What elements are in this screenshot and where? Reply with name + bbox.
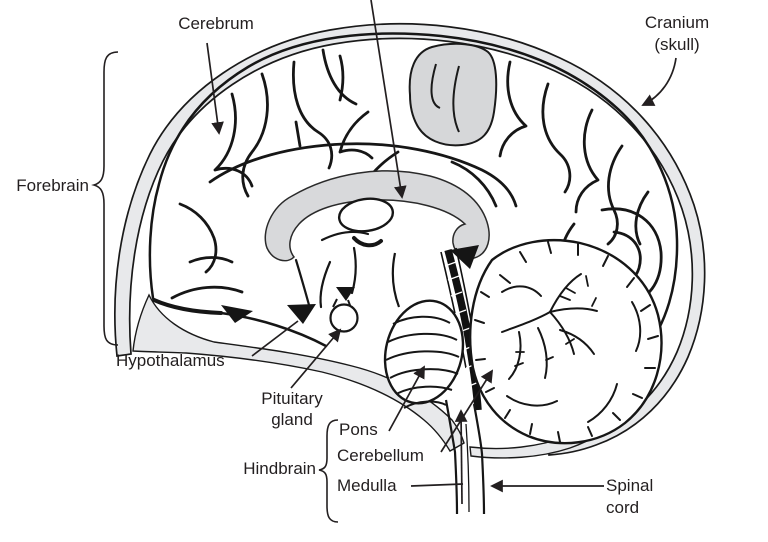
cerebrum-arrow <box>206 42 224 135</box>
cerebrum-drawing <box>148 32 679 394</box>
fornix-lines <box>294 230 370 309</box>
pons-arrow <box>388 365 425 432</box>
label-spinal-cord: Spinal cord <box>606 475 653 519</box>
shaded-gyrus <box>408 42 498 147</box>
pons-drawing <box>383 299 465 409</box>
label-spinal-line1: Spinal <box>606 476 654 495</box>
hypothalamus-leader <box>251 320 299 357</box>
label-cranium: Cranium (skull) <box>617 12 737 56</box>
label-cranium-line2: (skull) <box>654 35 700 54</box>
label-pituitary-line2: gland <box>271 410 313 429</box>
medulla-leader <box>410 483 464 487</box>
hypothalamus-region <box>287 304 316 324</box>
label-cranium-line1: Cranium <box>644 13 710 32</box>
label-cerebellum: Cerebellum <box>337 446 424 465</box>
label-pons: Pons <box>339 420 378 439</box>
label-pituitary-line1: Pituitary <box>261 389 323 408</box>
label-spinal-line2: cord <box>606 498 640 517</box>
pituitary-arrow <box>290 328 342 389</box>
spinal-cord-lines <box>444 399 486 515</box>
skull-base-band <box>132 293 465 452</box>
medulla-up-arrow <box>454 409 468 505</box>
cranium-arrow <box>641 57 677 106</box>
dark-wedges <box>221 245 479 324</box>
pituitary-drawing <box>329 298 359 333</box>
label-pituitary-gland: Pituitary gland <box>232 388 352 430</box>
label-hindbrain: Hindbrain <box>243 459 316 478</box>
forebrain-brace <box>91 51 119 346</box>
label-forebrain: Forebrain <box>16 176 89 195</box>
thalamus-arrow <box>370 0 407 199</box>
label-medulla: Medulla <box>337 476 397 495</box>
label-hypothalamus: Hypothalamus <box>116 351 225 370</box>
hindbrain-brace <box>318 419 339 523</box>
thalamus-oval <box>337 197 395 248</box>
optic-chiasm-region <box>336 287 355 301</box>
label-cerebrum: Cerebrum <box>178 14 254 33</box>
corpus-callosum <box>264 170 490 262</box>
cerebellum-drawing <box>468 238 663 445</box>
